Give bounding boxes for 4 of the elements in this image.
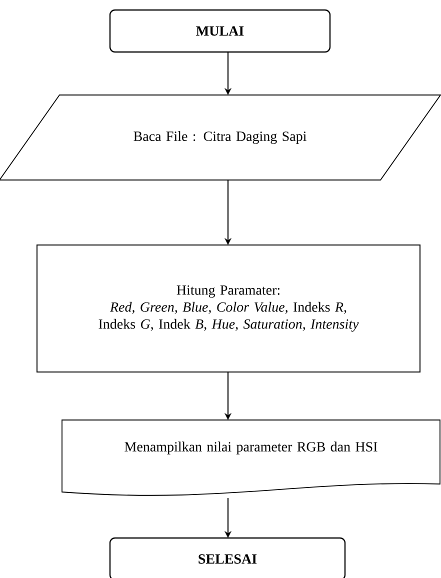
terminal-box: SELESAI [109, 537, 346, 578]
process-box: Hitung Paramater: Red, Green, Blue, Color Value, Indeks R, Indeks G, Indek B, Hue, Saturation, Intensity [36, 244, 420, 372]
terminal-box: MULAI [109, 9, 331, 53]
input-parallelogram: Baca File : Citra Daging Sapi [0, 94, 441, 180]
